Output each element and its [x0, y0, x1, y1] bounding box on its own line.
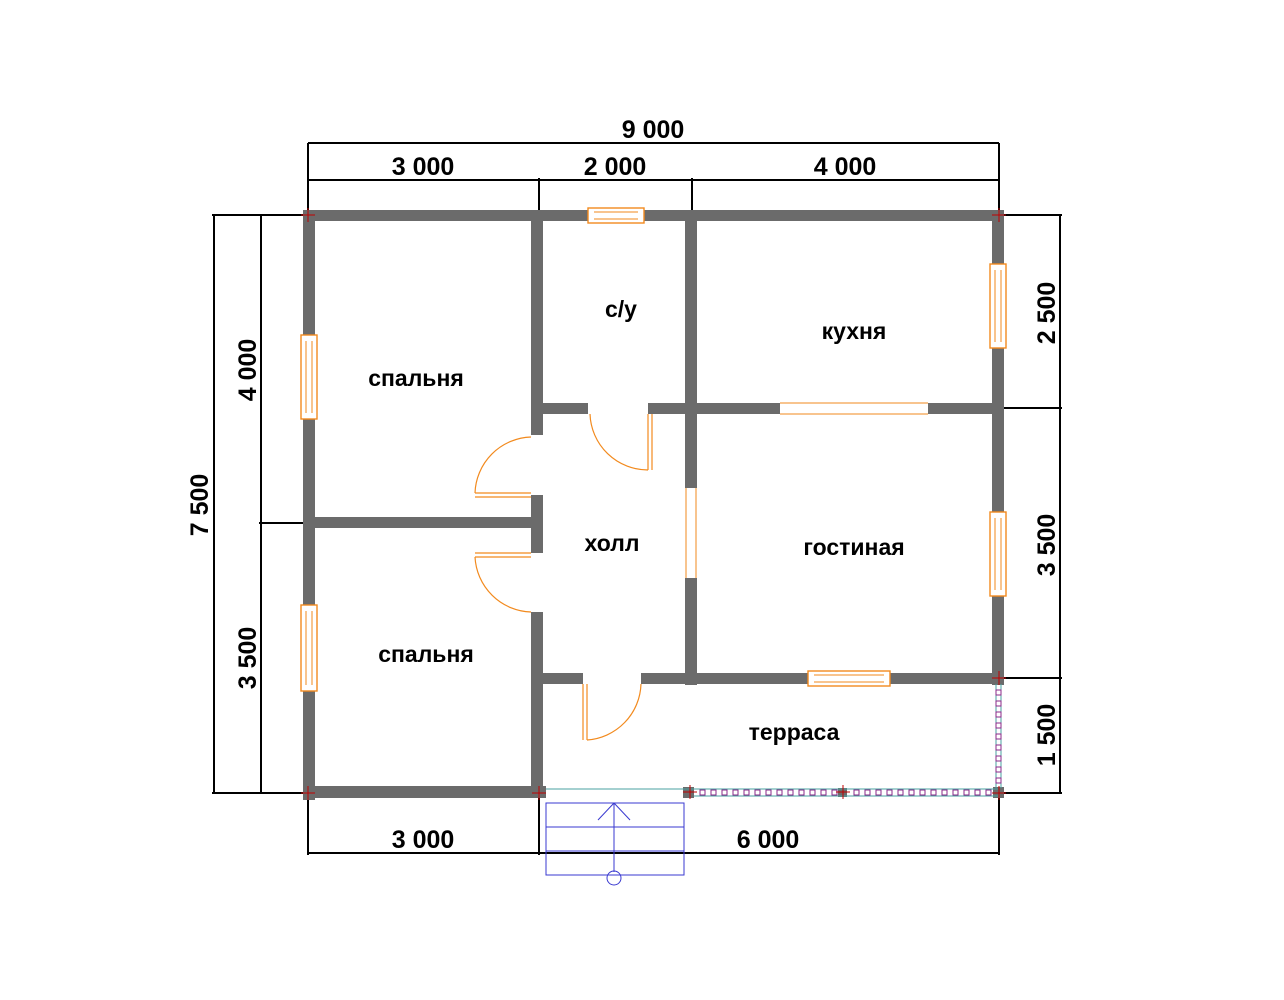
walls	[303, 210, 1004, 800]
room-label-living-room: гостиная	[803, 534, 904, 560]
railing-baluster	[710, 789, 717, 796]
railing-baluster	[995, 766, 1002, 773]
railing-baluster	[952, 789, 959, 796]
railing-baluster	[995, 722, 1002, 729]
railing-baluster	[798, 789, 805, 796]
railing-baluster	[875, 789, 882, 796]
railing-baluster	[963, 789, 970, 796]
railing-baluster	[809, 789, 816, 796]
railing-baluster	[765, 789, 772, 796]
railing-baluster	[721, 789, 728, 796]
railing-baluster	[820, 789, 827, 796]
railing-baluster	[864, 789, 871, 796]
dimension-lines	[212, 142, 1062, 855]
railing-baluster	[732, 789, 739, 796]
dimension-total-width: 9 000	[622, 116, 685, 144]
dimension-total-depth: 7 500	[186, 474, 214, 537]
railing-baluster	[776, 789, 783, 796]
railing-baluster	[941, 789, 948, 796]
room-label-bathroom: с/у	[605, 296, 637, 322]
railing-baluster	[787, 789, 794, 796]
openings	[685, 402, 928, 578]
railing-baluster	[995, 711, 1002, 718]
dimension-bottom-segment-1: 3 000	[392, 826, 455, 854]
railing-baluster	[995, 777, 1002, 784]
room-label-terrace: терраса	[749, 719, 840, 745]
stairs	[545, 802, 685, 886]
railing-baluster	[930, 789, 937, 796]
railing-baluster	[699, 789, 706, 796]
railing-baluster	[995, 744, 1002, 751]
dimension-top-segment-1: 3 000	[392, 153, 455, 181]
doors	[474, 413, 653, 741]
railing-baluster	[897, 789, 904, 796]
corner-marks	[301, 208, 1006, 800]
railing-baluster	[908, 789, 915, 796]
railing-baluster	[974, 789, 981, 796]
railing-baluster	[886, 789, 893, 796]
dimension-top-segment-3: 4 000	[814, 153, 877, 181]
railing-baluster	[995, 700, 1002, 707]
room-label-bedroom-bottom: спальня	[378, 641, 474, 667]
terrace-railing	[546, 684, 1002, 797]
room-label-bedroom-top: спальня	[368, 365, 464, 391]
railing-baluster	[919, 789, 926, 796]
dimension-top-segment-2: 2 000	[584, 153, 647, 181]
railing-baluster	[995, 733, 1002, 740]
windows	[300, 207, 1007, 692]
dimension-left-segment-2: 3 500	[234, 627, 262, 690]
room-label-hall: холл	[585, 530, 640, 556]
railing-baluster	[995, 689, 1002, 696]
railing-baluster	[853, 789, 860, 796]
railing-baluster	[985, 789, 992, 796]
dimension-left-segment-1: 4 000	[234, 339, 262, 402]
railing-baluster	[743, 789, 750, 796]
railing-baluster	[754, 789, 761, 796]
dimension-right-segment-1: 2 500	[1033, 282, 1061, 345]
room-label-kitchen: кухня	[822, 318, 887, 344]
dimension-right-segment-3: 1 500	[1033, 704, 1061, 767]
dimension-right-segment-2: 3 500	[1033, 514, 1061, 577]
dimension-bottom-segment-2: 6 000	[737, 826, 800, 854]
railing-baluster	[995, 755, 1002, 762]
